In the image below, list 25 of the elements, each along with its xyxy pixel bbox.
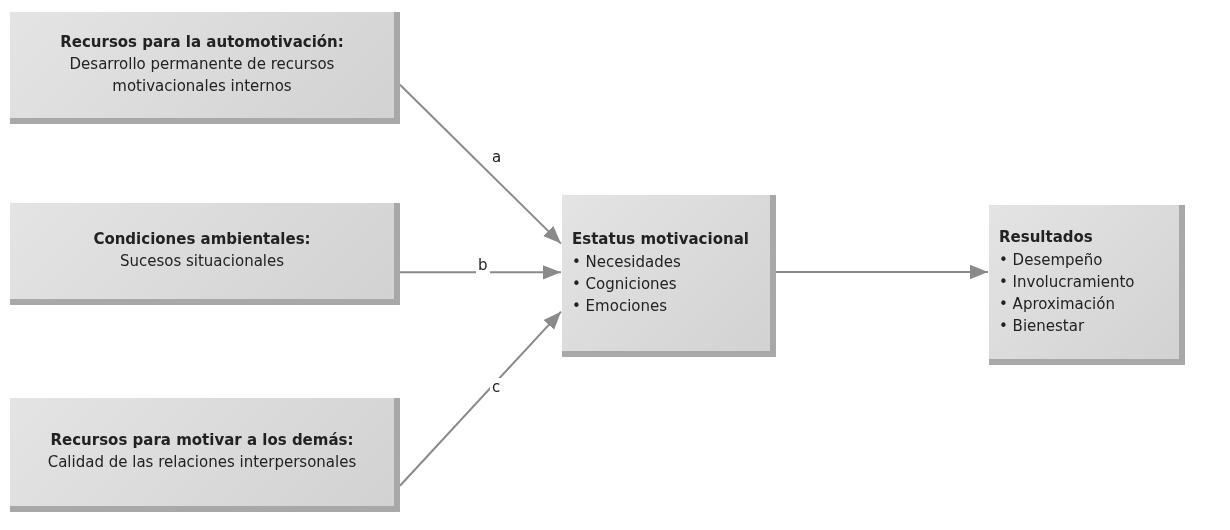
box-text: Sucesos situacionales xyxy=(118,251,286,272)
box-text: Desarrollo permanente de recursos motivacionales internos xyxy=(68,54,336,97)
box-heading: Condiciones ambientales: xyxy=(92,229,312,251)
list-item: • Aproximación xyxy=(999,293,1116,315)
text-box xyxy=(10,12,400,124)
arrow xyxy=(775,264,989,280)
edge-label: b xyxy=(476,256,490,274)
text-box xyxy=(562,195,776,357)
list-item: • Desempeño xyxy=(999,250,1104,272)
box-heading: Recursos para la automotivación: xyxy=(59,32,345,54)
list-item: • Emociones xyxy=(572,295,669,317)
text-box xyxy=(10,203,400,305)
box-heading: Recursos para motivar a los demás: xyxy=(49,430,355,452)
arrow xyxy=(399,265,562,280)
arrow xyxy=(399,310,562,487)
box-heading: Resultados xyxy=(999,226,1094,248)
list-item: • Bienestar xyxy=(999,315,1086,337)
text-box xyxy=(10,398,400,512)
arrow xyxy=(399,83,562,245)
box-text: Calidad de las relaciones interpersonales xyxy=(46,452,358,473)
list-item: • Cogniciones xyxy=(572,274,678,295)
box-heading: Estatus motivacional xyxy=(572,228,750,250)
list-item: • Necesidades xyxy=(572,252,682,274)
text-box xyxy=(989,205,1185,365)
list-item: • Involucramiento xyxy=(999,272,1136,294)
